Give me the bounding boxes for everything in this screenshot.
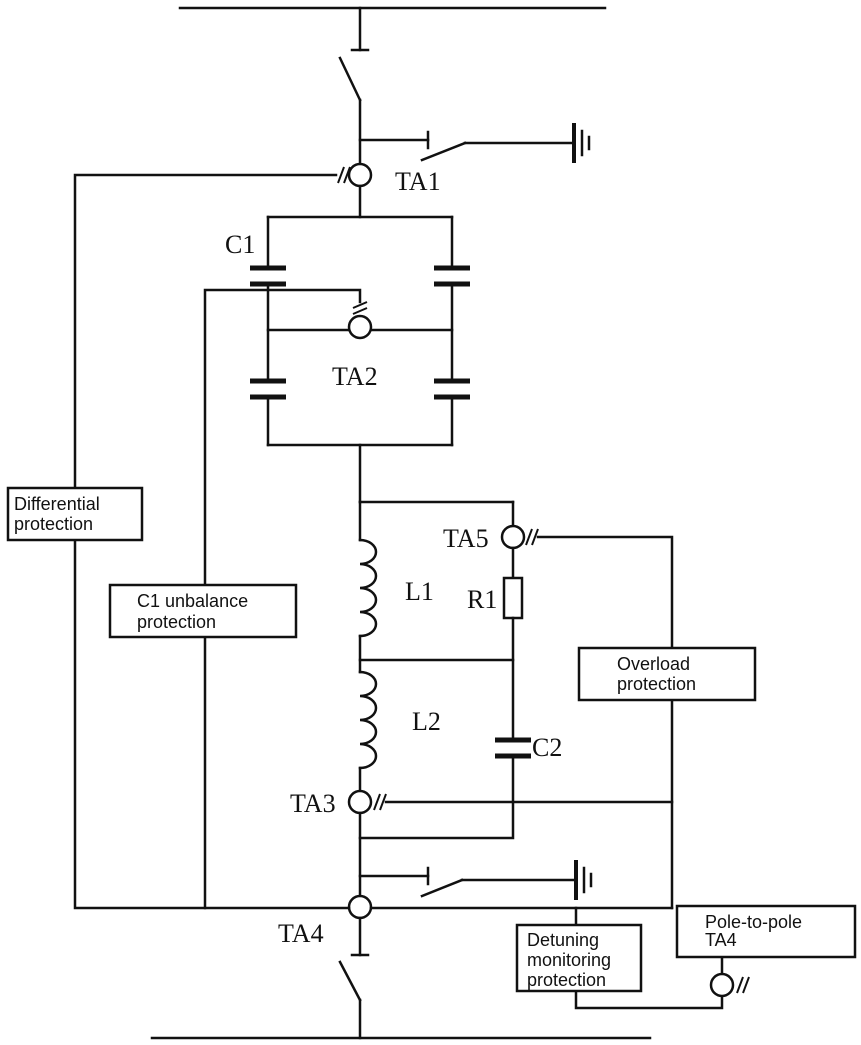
c2-label: C2 xyxy=(532,733,562,762)
top-disconnect-switch xyxy=(338,6,370,165)
top-earthing-switch xyxy=(358,130,576,162)
ta5-label: TA5 xyxy=(443,524,489,553)
inductor-l1 xyxy=(358,538,378,638)
ta1-label: TA1 xyxy=(395,167,441,196)
ta1-current-transformer xyxy=(347,162,373,188)
ta2-current-transformer xyxy=(347,314,373,340)
svg-text:Overload: Overload xyxy=(617,654,690,674)
svg-text:Differential: Differential xyxy=(14,494,100,514)
capacitor-c1-bottom-left xyxy=(250,378,286,400)
svg-text:Detuning: Detuning xyxy=(527,930,599,950)
detuning-wire-bottom xyxy=(574,988,724,1010)
ground-icon xyxy=(574,860,593,900)
c1-unbalance-protection-box: C1 unbalance protection xyxy=(108,583,298,639)
svg-text:TA4: TA4 xyxy=(705,930,737,950)
svg-text:protection: protection xyxy=(137,612,216,632)
resistor-r1 xyxy=(502,576,524,620)
overload-protection-box: Overload protection xyxy=(577,646,757,702)
overload-wire xyxy=(536,535,674,910)
svg-text:protection: protection xyxy=(617,674,696,694)
ta3-terminal-marks xyxy=(373,793,387,811)
ta2-label: TA2 xyxy=(332,362,378,391)
ta5-current-transformer xyxy=(500,524,526,550)
svg-text:monitoring: monitoring xyxy=(527,950,611,970)
capacitor-bank-frame xyxy=(266,184,454,447)
ta3-current-transformer xyxy=(347,789,373,815)
svg-text:protection: protection xyxy=(527,970,606,990)
inductor-l2 xyxy=(358,670,378,770)
c2-return-wire xyxy=(358,754,515,840)
detuning-monitoring-protection-box: Detuning monitoring protection xyxy=(515,923,643,993)
bottom-disconnect-switch xyxy=(338,916,370,1040)
bottom-earthing-switch xyxy=(358,866,578,898)
r1-label: R1 xyxy=(467,585,497,614)
ta1-terminal-marks xyxy=(337,166,351,184)
ta2-terminal-marks xyxy=(352,301,368,315)
svg-text:Pole-to-pole: Pole-to-pole xyxy=(705,912,802,932)
l2-label: L2 xyxy=(412,707,441,736)
ta5-terminal-marks xyxy=(525,528,539,546)
l1-label: L1 xyxy=(405,577,434,606)
svg-text:protection: protection xyxy=(14,514,93,534)
ta3-label: TA3 xyxy=(290,789,336,818)
capacitor-c1-top-left xyxy=(250,265,286,287)
pole-to-pole-ta4-transformer xyxy=(709,972,735,998)
pole-to-pole-ta4-box: Pole-to-pole TA4 xyxy=(675,904,857,959)
ta4-current-transformer xyxy=(347,894,373,920)
differential-protection-box: Differential protection xyxy=(6,486,144,542)
capacitor-c2 xyxy=(495,737,531,759)
capacitor-c1-bottom-right xyxy=(434,378,470,400)
ground-icon xyxy=(572,123,591,163)
differential-wire xyxy=(73,173,351,910)
svg-text:C1 unbalance: C1 unbalance xyxy=(137,591,248,611)
pole-to-pole-terminal-marks xyxy=(736,976,750,994)
ta4-label: TA4 xyxy=(278,919,324,948)
c1-label: C1 xyxy=(225,230,255,259)
capacitor-c1-top-right xyxy=(434,265,470,287)
